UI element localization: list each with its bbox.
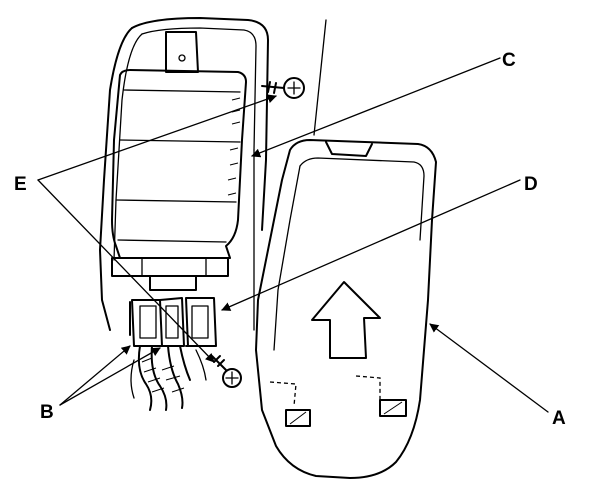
label-b: B [40,402,54,423]
label-a: A [552,408,566,429]
up-arrow-icon [311,281,381,359]
control-unit [111,31,247,291]
label-e: E [14,174,27,195]
label-c: C [502,50,516,71]
label-d: D [524,174,538,195]
connectors [131,297,217,347]
mounting-bracket [99,17,269,336]
wire-harness [130,345,207,411]
leader-lines [37,57,549,413]
upper-screw [261,77,305,99]
body-panel [253,19,327,331]
lower-screw [211,355,242,388]
cover [255,139,437,479]
